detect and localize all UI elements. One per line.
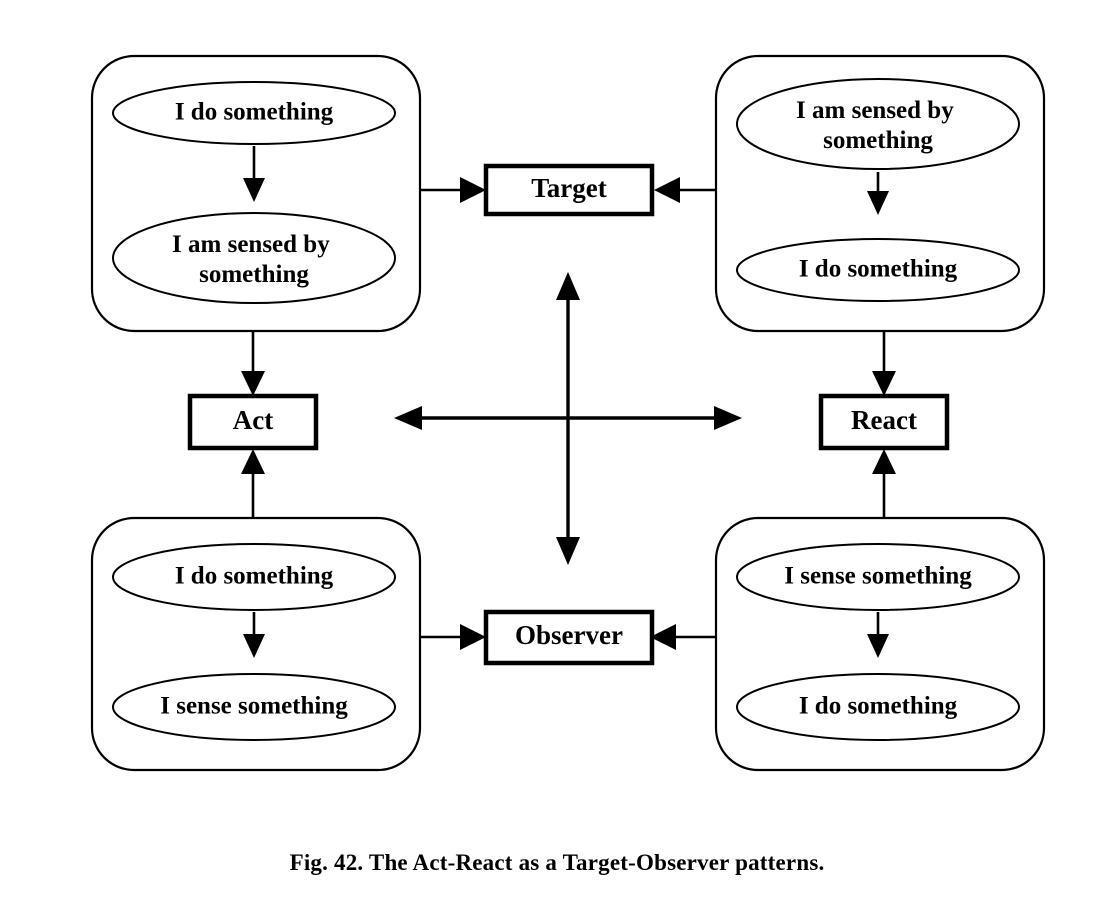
node-label-tr-1-line1: I am sensed by: [796, 97, 954, 124]
node-ellipse-br-1[interactable]: [736, 543, 1020, 611]
arrow-head-br-internal: [867, 634, 889, 658]
arrow-head-topleft-act: [241, 371, 265, 396]
arrow-head-tr-internal: [867, 191, 889, 215]
node-label-br-2: I do something: [799, 693, 958, 720]
arrow-head-topright-target: [654, 177, 680, 203]
node-ellipse-bl-2[interactable]: [112, 673, 396, 741]
node-label-tl-1: I do something: [175, 99, 334, 126]
arrow-head-topleft-target: [460, 177, 486, 203]
node-ellipse-bl-1[interactable]: [112, 543, 396, 611]
connector-topright-to-react: [872, 331, 896, 396]
node-label-bl-2: I sense something: [160, 693, 348, 720]
panel-bottom-left[interactable]: I do something I sense something: [90, 516, 422, 772]
node-ellipse-tr-2[interactable]: [736, 238, 1020, 302]
role-box-observer-rect: [483, 609, 655, 666]
role-box-react-rect: [818, 393, 950, 451]
role-box-target[interactable]: Target: [483, 163, 655, 217]
connector-bottomright-to-observer: [650, 624, 716, 650]
connector-topleft-to-target: [420, 177, 486, 203]
arrow-head-center-left: [394, 406, 422, 430]
node-label-tl-2-line1: I am sensed by: [172, 231, 330, 258]
panel-top-left[interactable]: I do something I am sensed by something: [90, 54, 422, 333]
role-label-observer: Observer: [515, 620, 623, 650]
role-box-observer[interactable]: Observer: [483, 609, 655, 666]
node-label-tr-2: I do something: [799, 256, 958, 283]
figure-caption: Fig. 42. The Act-React as a Target-Obser…: [289, 850, 825, 875]
arrow-head-bottomright-react: [872, 449, 896, 474]
node-label-tl-2-line2: something: [199, 261, 309, 288]
arrow-head-bottomright-observer: [650, 624, 676, 650]
arrow-head-topright-react: [872, 371, 896, 396]
connector-topright-to-target: [654, 177, 716, 203]
connector-bottomright-to-react: [872, 449, 896, 518]
panel-top-right[interactable]: I am sensed by something I do something: [714, 54, 1046, 333]
node-ellipse-br-2[interactable]: [736, 673, 1020, 741]
connector-bottomleft-to-act: [241, 449, 265, 518]
connector-bottomleft-to-observer: [420, 624, 486, 650]
node-label-tr-1-line2: something: [823, 127, 933, 154]
arrow-head-center-right: [714, 406, 742, 430]
node-ellipse-tl-2[interactable]: [112, 212, 396, 304]
role-label-target: Target: [531, 173, 607, 203]
role-label-react: React: [851, 405, 917, 435]
role-box-target-rect: [483, 163, 655, 217]
role-box-act[interactable]: Act: [187, 393, 319, 451]
arrow-head-center-up: [556, 272, 580, 300]
arrow-head-tl-internal: [243, 178, 265, 202]
node-label-tr-1: I am sensed by something: [796, 97, 960, 154]
role-box-act-rect: [187, 393, 319, 451]
arrow-head-bottomleft-act: [241, 449, 265, 474]
panel-bottom-right[interactable]: I sense something I do something: [714, 516, 1046, 772]
node-label-br-1: I sense something: [784, 563, 972, 590]
arrow-head-bl-internal: [243, 634, 265, 658]
center-horizontal-double-arrow: [394, 406, 742, 430]
node-label-tl-2: I am sensed by something: [172, 231, 336, 288]
node-label-bl-1: I do something: [175, 563, 334, 590]
arrow-head-bottomleft-observer: [460, 624, 486, 650]
node-ellipse-tl-1[interactable]: [112, 81, 396, 145]
node-ellipse-tr-1[interactable]: [736, 78, 1020, 170]
connector-topleft-to-act: [241, 331, 265, 396]
arrow-head-center-down: [556, 537, 580, 565]
role-box-react[interactable]: React: [818, 393, 950, 451]
role-label-act: Act: [233, 405, 273, 435]
